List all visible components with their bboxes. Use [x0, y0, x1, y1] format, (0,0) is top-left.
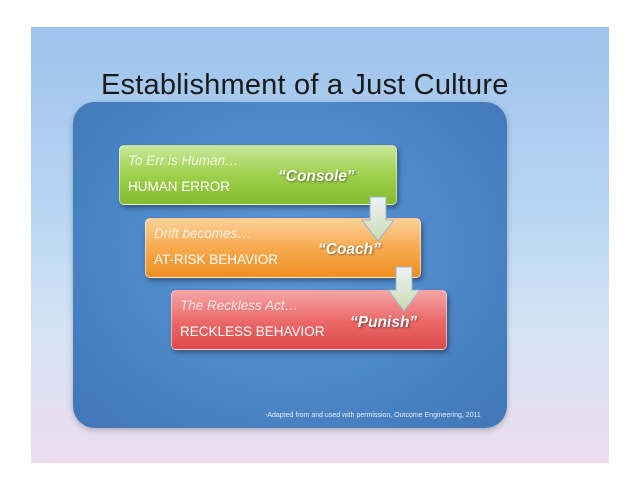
- level-label: AT-RISK BEHAVIOR: [154, 252, 279, 267]
- down-arrow-icon: [361, 196, 395, 242]
- level-label: RECKLESS BEHAVIOR: [180, 324, 325, 339]
- level-subtitle: The Reckless Act…: [180, 298, 299, 313]
- level-action: “Console”: [278, 168, 355, 185]
- slide-title: Establishment of a Just Culture: [101, 69, 509, 101]
- level-subtitle: Drift becomes…: [154, 226, 251, 241]
- level-action: “Coach”: [318, 241, 381, 258]
- level-action: “Punish”: [350, 314, 418, 331]
- attribution-text: -Adapted from and used with permission, …: [265, 412, 481, 419]
- down-arrow-icon: [387, 266, 421, 312]
- level-human-error: To Err is Human… HUMAN ERROR “Console”: [119, 145, 397, 205]
- level-subtitle: To Err is Human…: [128, 153, 239, 168]
- level-label: HUMAN ERROR: [128, 179, 231, 194]
